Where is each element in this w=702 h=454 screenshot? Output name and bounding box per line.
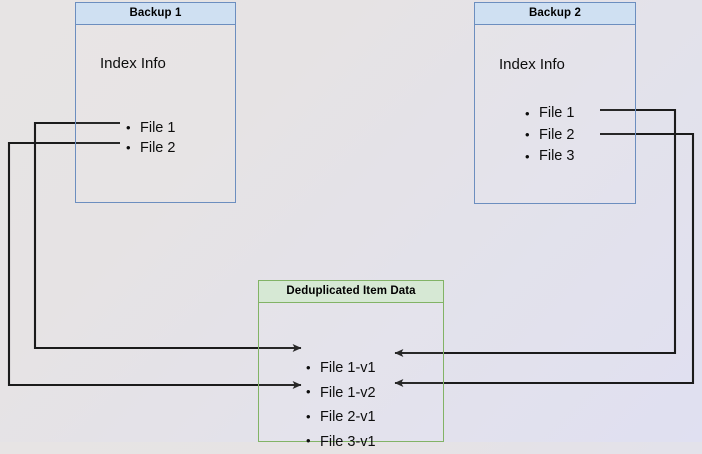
deduplicated-file-list: File 1-v1 File 1-v2 File 2-v1 File 3-v1 — [306, 356, 376, 454]
list-item: File 2 — [525, 125, 574, 147]
backup-2-index-label: Index Info — [499, 56, 565, 73]
deduplicated-item-data-title: Deduplicated Item Data — [259, 281, 443, 303]
backup-2-body: Index Info File 1 File 2 File 3 — [475, 25, 635, 203]
list-item: File 2 — [126, 138, 175, 158]
diagram-canvas: Backup 1 Index Info File 1 File 2 Backup… — [0, 0, 702, 442]
deduplicated-item-data-box[interactable]: Deduplicated Item Data File 1-v1 File 1-… — [258, 280, 444, 442]
list-item: File 2-v1 — [306, 405, 376, 430]
list-item: File 1 — [525, 103, 574, 125]
backup-1-index-label: Index Info — [100, 55, 166, 72]
list-item: File 3 — [525, 146, 574, 168]
backup-2-box[interactable]: Backup 2 Index Info File 1 File 2 File 3 — [474, 2, 636, 204]
backup-2-file-list: File 1 File 2 File 3 — [525, 103, 574, 168]
deduplicated-item-data-body: File 1-v1 File 1-v2 File 2-v1 File 3-v1 — [259, 303, 443, 441]
list-item: File 1 — [126, 118, 175, 138]
list-item: File 1-v2 — [306, 381, 376, 406]
list-item: File 1-v1 — [306, 356, 376, 381]
backup-1-box[interactable]: Backup 1 Index Info File 1 File 2 — [75, 2, 236, 203]
backup-1-body: Index Info File 1 File 2 — [76, 25, 235, 202]
backup-2-title: Backup 2 — [475, 3, 635, 25]
backup-1-title: Backup 1 — [76, 3, 235, 25]
backup-1-file-list: File 1 File 2 — [126, 118, 175, 158]
